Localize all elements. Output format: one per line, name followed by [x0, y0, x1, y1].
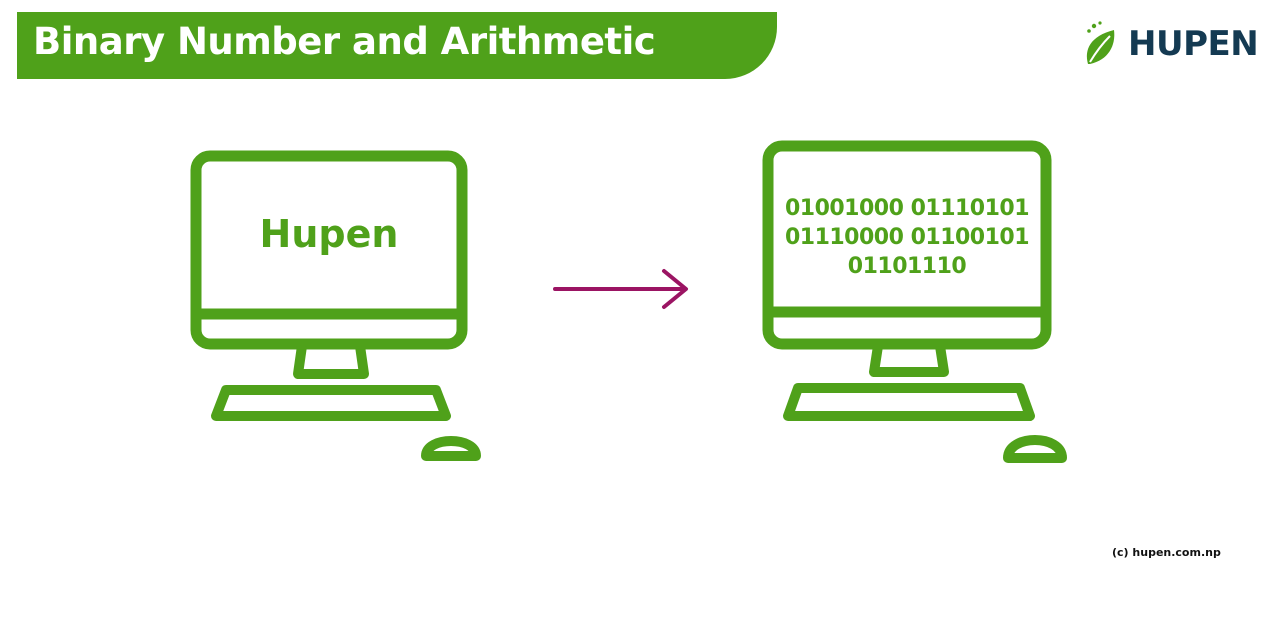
binary-line: 01110000 01100101	[784, 225, 1030, 250]
leaf-icon	[1086, 21, 1115, 64]
copyright-notice: (c) hupen.com.np	[1112, 546, 1221, 559]
logo-text: HUPEN	[1128, 24, 1259, 64]
title-banner: Binary Number and Arithmetic	[17, 12, 777, 79]
computer-source: Hupen	[190, 150, 490, 470]
binary-line: 01001000 01110101	[784, 196, 1030, 221]
binary-text: 01001000 01110101 01110000 01100101 0110…	[778, 194, 1036, 281]
brand-logo: HUPEN	[1082, 20, 1262, 70]
right-arrow-icon	[553, 269, 688, 309]
page-title: Binary Number and Arithmetic	[33, 20, 656, 63]
computer-icon	[190, 150, 481, 461]
screen-text-hupen: Hupen	[259, 212, 399, 256]
computer-binary: 01001000 01110101 01110000 01100101 0110…	[762, 140, 1082, 470]
conversion-arrow	[552, 266, 692, 316]
binary-line: 01101110	[847, 254, 967, 279]
computer-icon	[762, 140, 1067, 463]
